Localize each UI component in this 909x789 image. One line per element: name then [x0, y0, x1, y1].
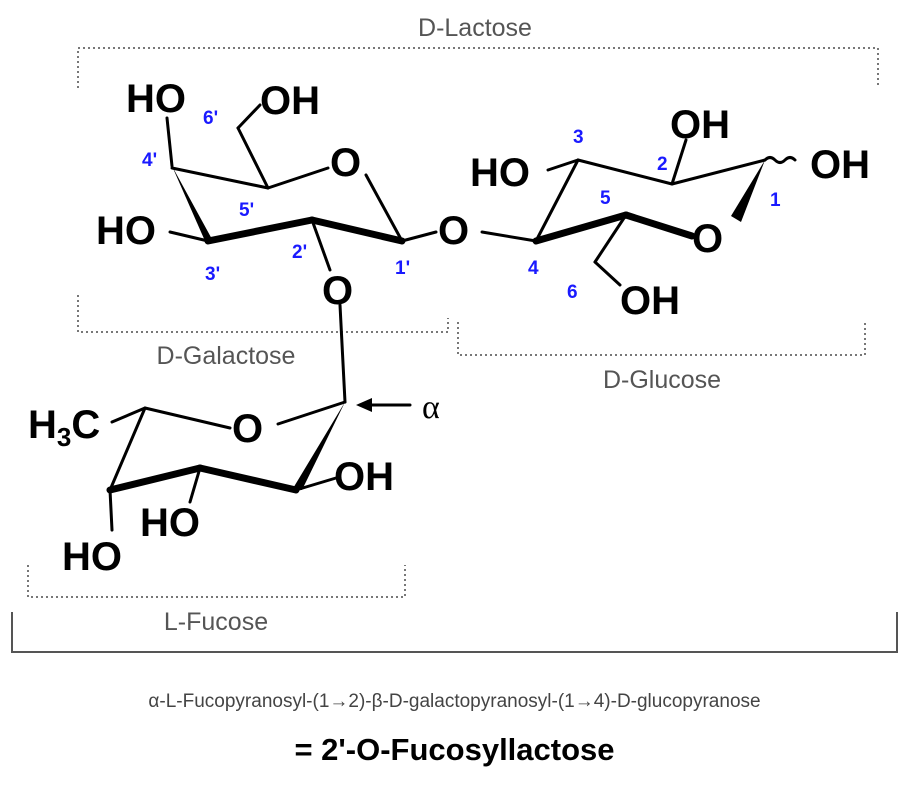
atom-oh-6: OH [620, 279, 680, 323]
label-lactose: D-Lactose [418, 14, 532, 42]
glucose-bracket [457, 322, 866, 356]
atom-ho-4p: HO [126, 77, 186, 121]
fucose-ring [106, 398, 412, 532]
atom-ho-3p: HO [96, 209, 156, 253]
atom-o-ring-fuc: O [232, 407, 263, 451]
atom-h3c: H3C [28, 403, 100, 452]
num-1: 1 [770, 190, 781, 211]
alpha-1-2-link [338, 303, 347, 404]
lactose-bracket [77, 47, 879, 88]
atom-o-ring-gal: O [330, 141, 361, 185]
atom-o-glyco-12: O [322, 269, 353, 313]
fucose-bracket [27, 565, 406, 598]
atom-oh-1: OH [810, 143, 870, 187]
num-2p: 2' [292, 242, 307, 263]
num-5: 5 [600, 188, 611, 209]
galactose-bracket [77, 295, 449, 333]
atom-o-ring-glc: O [692, 217, 723, 261]
num-4: 4 [528, 258, 539, 279]
compound-name: = 2'-O-Fucosyllactose [294, 732, 615, 767]
atom-oh-fuc-2: OH [334, 455, 394, 499]
galactose-ring [165, 103, 438, 272]
label-fucose: L-Fucose [164, 608, 268, 636]
atom-ho-3: HO [470, 151, 530, 195]
num-6p: 6' [203, 108, 218, 129]
label-glucose: D-Glucose [603, 366, 721, 394]
alpha-label: α [422, 389, 440, 426]
num-4p: 4' [142, 150, 157, 171]
num-3p: 3' [205, 264, 220, 285]
num-1p: 1' [395, 258, 410, 279]
label-galactose: D-Galactose [157, 342, 296, 370]
num-5p: 5' [239, 200, 254, 221]
atom-o-glyco-14: O [438, 209, 469, 253]
num-3: 3 [573, 127, 584, 148]
atom-ho-fuc-4: HO [62, 535, 122, 579]
glucose-ring [480, 138, 797, 287]
atom-oh-6p: OH [260, 79, 320, 123]
atom-ho-fuc-3: HO [140, 501, 200, 545]
num-6: 6 [567, 282, 578, 303]
molecule-bracket [11, 612, 898, 653]
num-2: 2 [657, 154, 668, 175]
atom-oh-2: OH [670, 103, 730, 147]
iupac-name: α-L-Fucopyranosyl-(1→2)-β-D-galactopyran… [148, 691, 761, 712]
